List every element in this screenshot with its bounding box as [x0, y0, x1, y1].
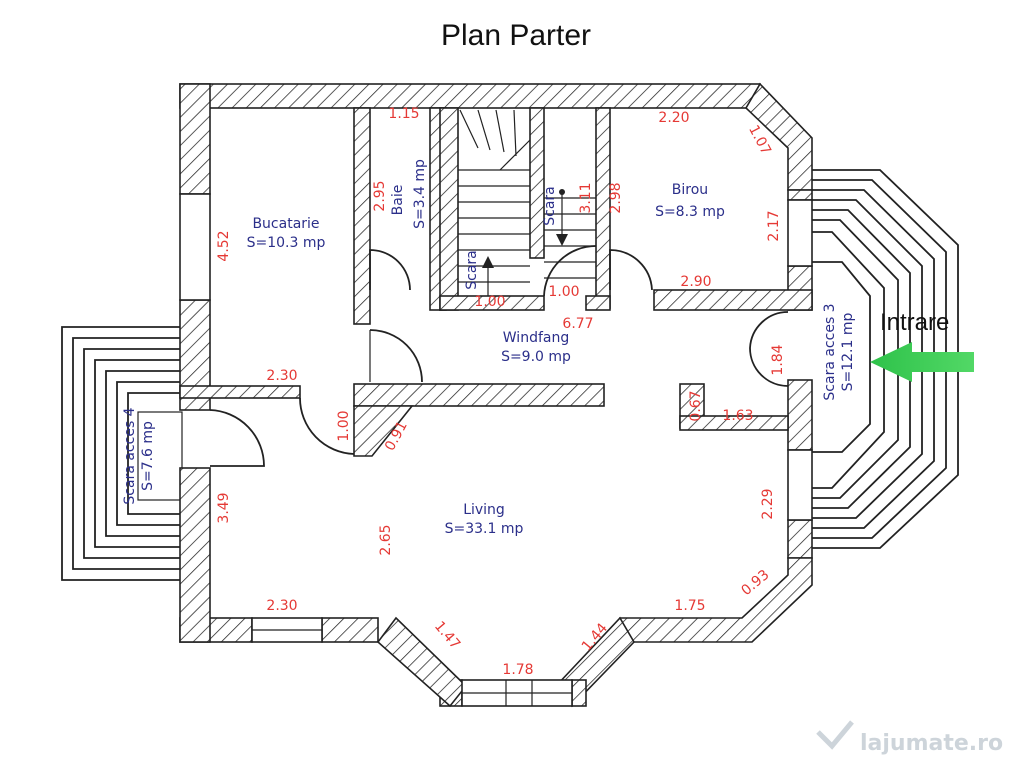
dim-living-left: 3.49	[216, 492, 232, 523]
dim-stair-height: 3.11	[578, 182, 594, 213]
room-birou-area: S=8.3 mp	[655, 204, 725, 220]
dim-birou-width-bottom: 2.90	[680, 274, 711, 290]
room-windfang-name: Windfang	[503, 330, 569, 346]
entrance-label: Intrare	[880, 309, 949, 336]
room-scara-acces-3-area: S=12.1 mp	[840, 313, 856, 392]
dim-bay-left: 1.47	[431, 618, 463, 652]
dim-baie-height: 2.95	[372, 180, 388, 211]
room-bucatarie-name: Bucatarie	[252, 216, 319, 232]
dim-hall-door: 1.00	[336, 410, 352, 441]
entrance-stairs-left	[61, 326, 183, 581]
room-windfang-area: S=9.0 mp	[501, 349, 571, 365]
windows	[179, 193, 813, 707]
room-bucatarie-area: S=10.3 mp	[247, 235, 326, 251]
dim-windfang-door: 1.84	[770, 344, 786, 375]
dim-birou-height-left: 2.98	[608, 182, 624, 213]
room-scara-acces-4-name: Scara acces 4	[122, 407, 138, 504]
dim-living-bottom-right: 1.75	[674, 598, 705, 614]
dim-living-mid: 2.65	[378, 524, 394, 555]
dim-stair-width-left: 1.00	[474, 294, 505, 310]
dim-windfang-right: 1.63	[722, 408, 753, 424]
room-labels: Bucatarie S=10.3 mp Baie S=3.4 mp Scara …	[122, 159, 856, 537]
dim-bucatarie-height: 4.52	[216, 230, 232, 261]
room-scara-up-name: Scara	[464, 250, 480, 290]
dim-baie-width: 1.15	[388, 106, 419, 122]
dim-stair-width-right: 1.00	[548, 284, 579, 300]
room-birou-name: Birou	[672, 182, 708, 198]
dim-bay-mid: 1.78	[502, 662, 533, 678]
dim-windfang-small: 0.67	[688, 390, 704, 421]
watermark: lajumate.ro	[816, 720, 1003, 756]
doors	[209, 245, 789, 467]
watermark-text: lajumate.ro	[860, 731, 1003, 756]
page-title: Plan Parter	[441, 19, 591, 52]
dim-birou-width-top: 2.20	[658, 110, 689, 126]
room-living-name: Living	[463, 502, 505, 518]
interior-stairs	[458, 109, 596, 296]
room-baie-area: S=3.4 mp	[412, 159, 428, 229]
room-baie-name: Baie	[390, 185, 406, 216]
dim-birou-height-right: 2.17	[766, 210, 782, 241]
walls	[179, 82, 813, 708]
dim-living-bottom-left: 2.30	[266, 598, 297, 614]
watermark-logo-icon	[816, 720, 854, 750]
dim-windfang-width: 6.77	[562, 316, 593, 332]
room-living-area: S=33.1 mp	[445, 521, 524, 537]
dim-bucatarie-width: 2.30	[266, 368, 297, 384]
room-scara-acces-4-area: S=7.6 mp	[140, 421, 156, 491]
entrance-arrow-icon	[870, 342, 974, 382]
room-scara-acces-3-name: Scara acces 3	[822, 303, 838, 400]
dim-living-right: 2.29	[760, 488, 776, 519]
room-scara-down-name: Scara	[542, 186, 558, 226]
